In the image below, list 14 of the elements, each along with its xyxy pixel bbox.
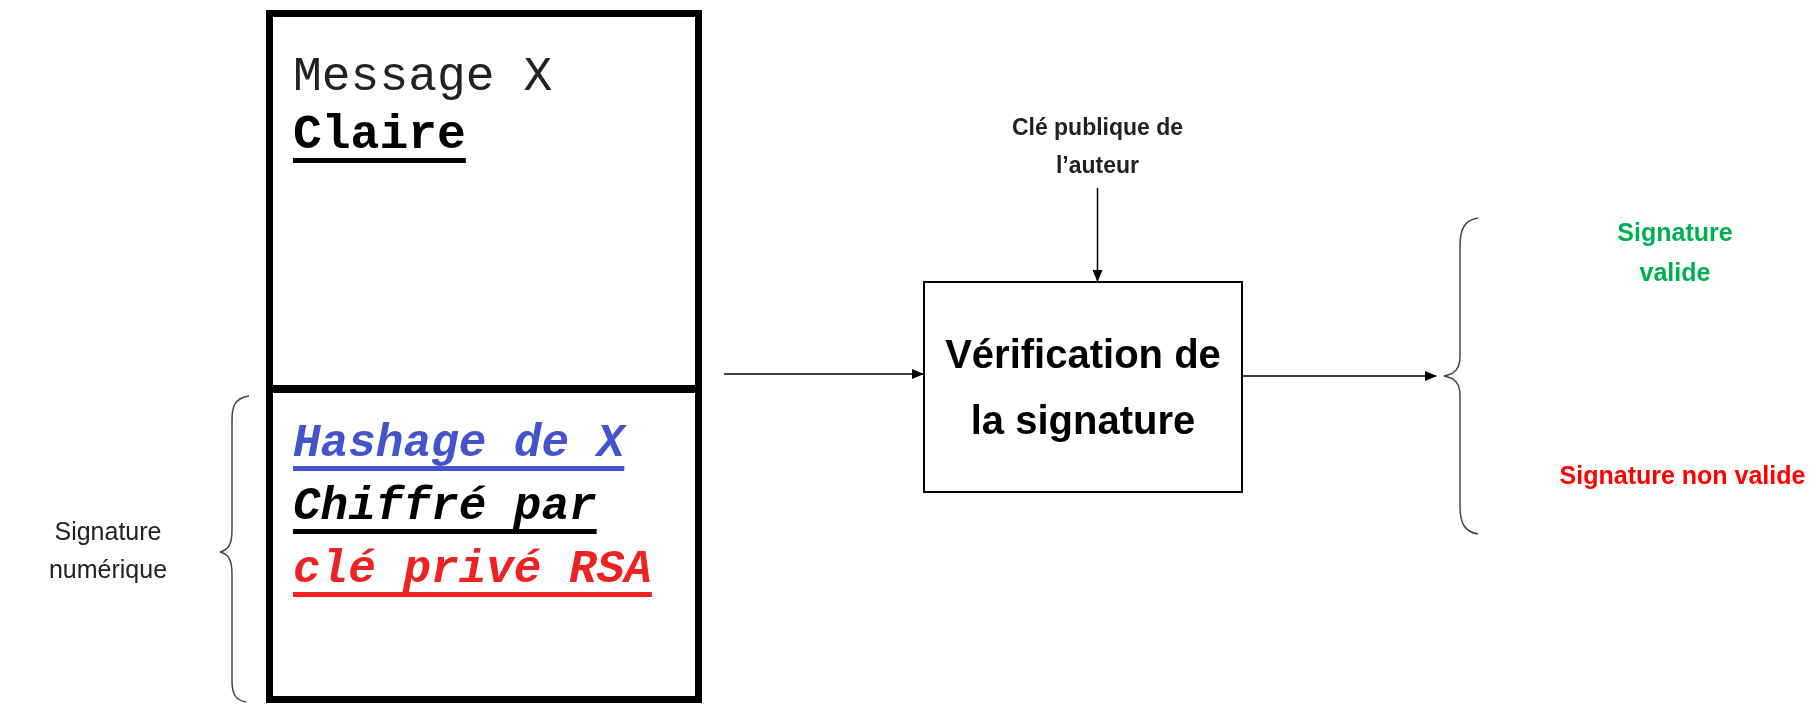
arrow	[1092, 187, 1103, 282]
bracket-label: Signature numérique	[47, 516, 169, 585]
message-text: Message X	[293, 50, 553, 104]
arrow	[1242, 371, 1437, 381]
key-text: Clé publique de l’auteur	[1010, 113, 1185, 180]
message-text: Chiffré par	[293, 481, 597, 533]
outcome-label: Signature valide	[1616, 217, 1734, 288]
message-text: clé privé RSA	[293, 544, 652, 596]
process-box	[923, 281, 1243, 493]
arrow	[723, 369, 924, 379]
message-text: Hashage de X	[293, 418, 625, 470]
outcome-label: Signature non valide	[1558, 460, 1807, 491]
message-text: Claire	[293, 108, 466, 162]
process-label: Vérification de la signature	[944, 331, 1222, 444]
